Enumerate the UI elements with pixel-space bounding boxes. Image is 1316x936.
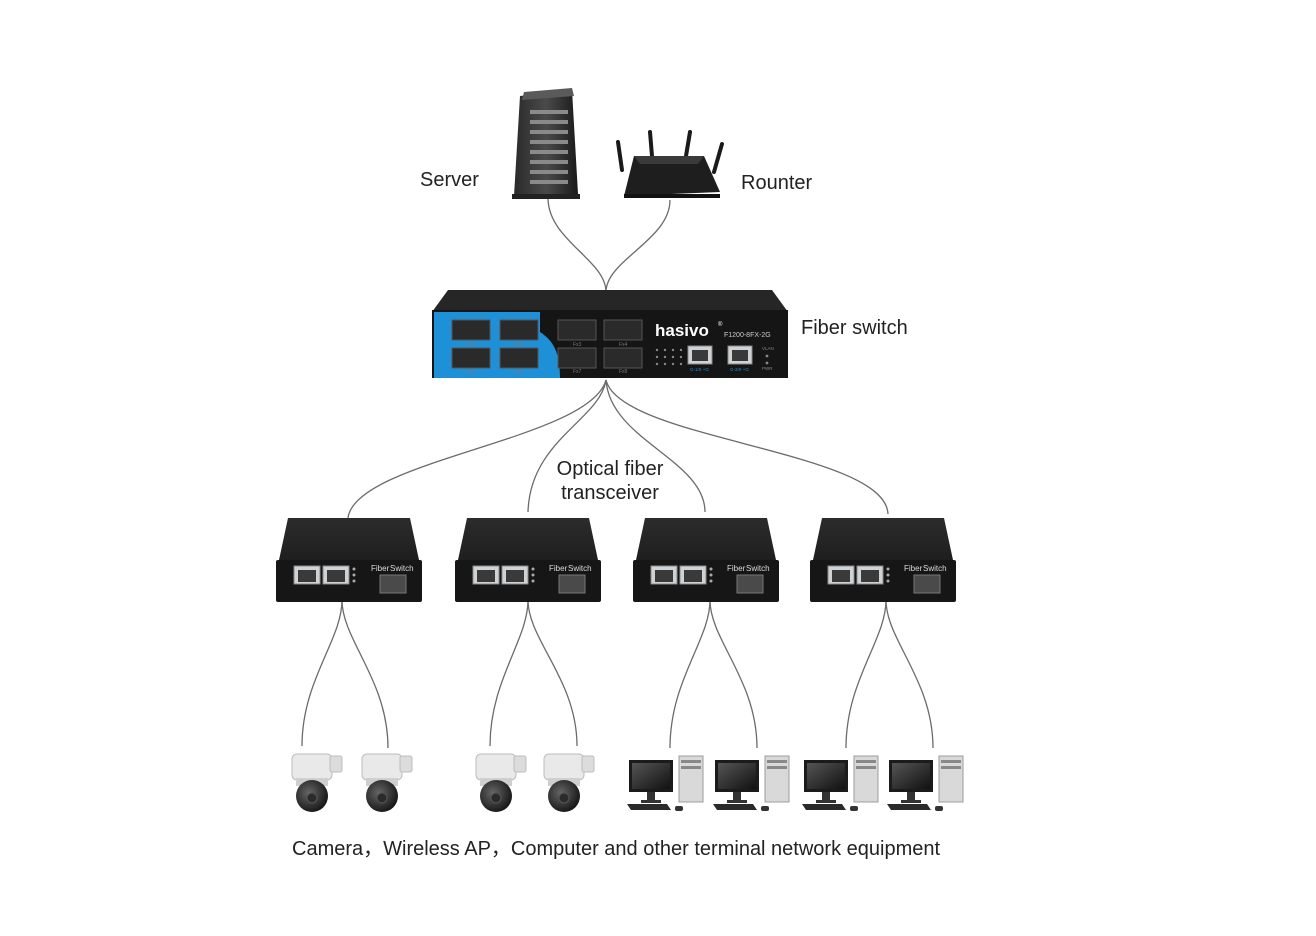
cable-tc4-device-b (885, 599, 934, 749)
rj45-port-label: G-1/0·+G (690, 367, 709, 372)
camera-icon (475, 753, 527, 812)
fiber-port-fx6 (499, 347, 539, 369)
cable-tc2-device-b (527, 599, 578, 747)
computer-icon (887, 755, 964, 812)
fiber-port-label: Fx3 (573, 342, 582, 348)
terminal-equipment-label: Camera，Wireless AP，Computer and other te… (292, 838, 941, 860)
transceiver-label-fiber: Fiber (371, 564, 390, 573)
camera-icon (361, 753, 413, 812)
camera-icon (543, 753, 595, 812)
cable-tc3-device-b (709, 599, 758, 749)
cable-tc1-device-b (341, 599, 389, 749)
server-label: Server (420, 169, 479, 191)
server-icon (512, 88, 580, 199)
transceiver-label-fiber: Fiber (727, 564, 746, 573)
fiber-port-fx2 (499, 319, 539, 341)
router-label: Rounter (741, 172, 813, 194)
fiber-port-fx4 (603, 319, 643, 341)
transceiver-1: Fiber Switch (276, 518, 422, 602)
transceiver-label-switch: Switch (746, 564, 770, 573)
fiber-port-fx7 (557, 347, 597, 369)
transceiver-3: Fiber Switch (633, 518, 779, 602)
cable-switch-transceiver-2 (527, 379, 607, 513)
cable-switch-transceiver-4 (605, 379, 889, 515)
fiber-port-fx1 (451, 319, 491, 341)
fiber-port-fx8 (603, 347, 643, 369)
fiber-port-fx5 (451, 347, 491, 369)
fiber-port-label: Fx4 (619, 342, 628, 348)
computer-icon (802, 755, 879, 812)
transceiver-label-line1: Optical fiber (556, 458, 664, 480)
cable-tc2-device-a (489, 599, 529, 747)
router-icon (616, 130, 724, 198)
cable-tc4-device-a (845, 599, 887, 749)
switch-side-label: VLAN (762, 346, 774, 351)
cables (301, 197, 934, 749)
transceiver-label-fiber: Fiber (549, 564, 568, 573)
fiber-port-fx3 (557, 319, 597, 341)
computer-icon (713, 755, 790, 812)
transceiver-label-line2: transceiver (561, 482, 659, 504)
fiber-port-label: Fx1 (467, 342, 476, 348)
optical-fiber-transceiver-label: Optical fiber transceiver (535, 457, 685, 505)
transceiver-label-switch: Switch (568, 564, 592, 573)
fiber-port-label: Fx5 (467, 369, 476, 375)
fiber-switch-label: Fiber switch (801, 317, 908, 339)
switch-model: F1200-8FX-2G (724, 332, 771, 339)
transceiver-label-fiber: Fiber (904, 564, 923, 573)
cable-switch-transceiver-3 (605, 379, 706, 513)
transceiver-2: Fiber Switch (455, 518, 601, 602)
cable-tc1-device-a (301, 599, 343, 747)
switch-brand: hasivo (655, 321, 709, 340)
fiber-port-label: Fx8 (619, 369, 628, 375)
transceiver-4: Fiber Switch (810, 518, 956, 602)
switch-side-label: PWR (762, 366, 773, 371)
fiber-port-label: Fx6 (515, 369, 524, 375)
cable-router-switch (605, 199, 671, 293)
fiber-switch-device: Fx1 Fx2 Fx3 Fx4 Fx5 Fx6 Fx7 Fx8 hasivo ®… (432, 290, 788, 378)
transceiver-label-switch: Switch (390, 564, 414, 573)
cable-server-switch (547, 197, 607, 293)
rj45-port-label: G-2/0·+G (730, 367, 749, 372)
camera-icon (291, 753, 343, 812)
computer-icon (627, 755, 704, 812)
fiber-port-label: Fx2 (515, 342, 524, 348)
cable-switch-transceiver-1 (347, 379, 607, 519)
fiber-port-label: Fx7 (573, 369, 582, 375)
cable-tc3-device-a (669, 599, 711, 749)
switch-brand-mark: ® (718, 321, 723, 328)
transceiver-label-switch: Switch (923, 564, 947, 573)
